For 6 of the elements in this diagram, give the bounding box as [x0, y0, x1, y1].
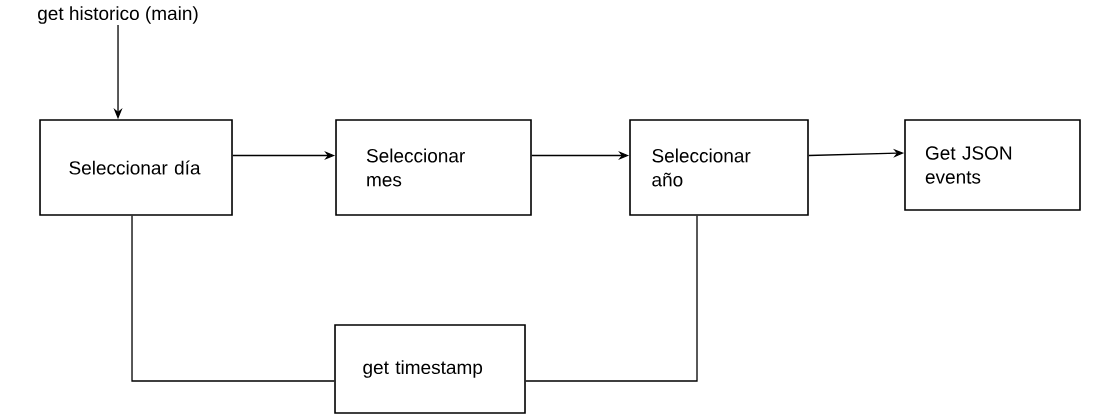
process-box: Get JSON events [904, 119, 1081, 211]
process-box: Seleccionar día [39, 119, 233, 216]
start-label: get historico (main) [38, 6, 198, 24]
process-box: get timestamp [334, 324, 526, 414]
process-box: Seleccionar mes [335, 119, 532, 216]
process-box: Seleccionar año [629, 119, 809, 216]
